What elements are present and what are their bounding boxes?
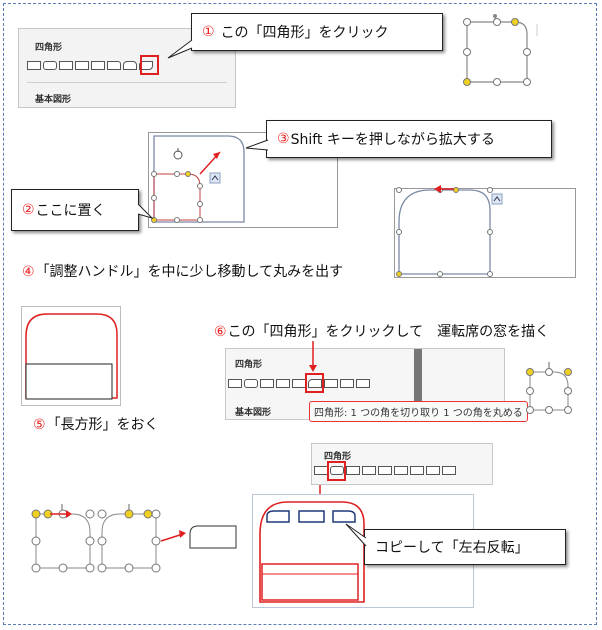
shape-enlarging-illustration — [151, 135, 245, 223]
rect-shape-icon[interactable] — [228, 379, 242, 388]
round-diagonal-shape-icon[interactable] — [340, 379, 354, 388]
step4-number: ④ — [22, 264, 35, 280]
shape-gallery-panel-3: 四角形 — [311, 443, 493, 485]
snip-round-shape-icon[interactable] — [308, 379, 322, 388]
step3-number: ③ — [277, 131, 290, 147]
gallery-divider — [27, 82, 227, 83]
category-label-rectangles: 四角形 — [324, 452, 352, 462]
round-diagonal-shape-icon[interactable] — [426, 466, 440, 475]
snip-round-shape-icon[interactable] — [394, 466, 408, 475]
step4-text: ④「調整ハンドル」を中に少し移動して丸みを出す — [22, 261, 343, 281]
category-label-basic-shapes: 基本図形 — [35, 95, 72, 105]
selected-shape-highlight — [140, 55, 159, 75]
step7-callout: コピーして「左右反転」 — [364, 529, 566, 565]
rounded-square-sample-1 — [463, 14, 538, 86]
snip-round-shape-icon[interactable] — [107, 61, 121, 70]
step2-text: ここに置く — [35, 203, 106, 219]
step6-text: ⑥この「四角形」をクリックして 運転席の窓を描く — [214, 321, 549, 341]
category-label-rectangles: 四角形 — [235, 360, 263, 370]
selected-shape-highlight — [305, 373, 324, 393]
step1-number: ① — [202, 24, 215, 40]
shape-gallery-panel-1: 四角形 基本図形 — [18, 28, 236, 108]
round-1-corner-shape-icon[interactable] — [442, 466, 456, 475]
step5-text: ⑤「長方形」をおく — [33, 414, 159, 434]
rectangle-shapes-row — [314, 466, 456, 475]
step1-text: この「四角形」をクリック — [220, 25, 389, 41]
panel-scrollbar[interactable] — [414, 349, 422, 419]
snip-2-corner-shape-icon[interactable] — [276, 379, 290, 388]
vehicle-front-illustration — [259, 501, 365, 603]
step2-number: ② — [22, 202, 35, 218]
round-2-corner-shape-icon[interactable] — [123, 61, 137, 70]
step6-label: この「四角形」をクリックして 運転席の窓を描く — [227, 324, 550, 340]
step4-label: 「調整ハンドル」を中に少し移動して丸みを出す — [35, 264, 344, 280]
rounded-shape-canvas — [394, 188, 576, 278]
snip-corner-shape-icon[interactable] — [59, 61, 73, 70]
snip-diagonal-shape-icon[interactable] — [91, 61, 105, 70]
step1-callout: ① この「四角形」をクリック — [191, 13, 443, 51]
step6-number: ⑥ — [214, 324, 227, 340]
category-label-rectangles: 四角形 — [35, 43, 63, 53]
round-1-corner-shape-icon[interactable] — [356, 379, 370, 388]
step3-callout: ③ Shift キーを押しながら拡大する — [266, 120, 552, 158]
step5-number: ⑤ — [33, 417, 46, 433]
window-shape-sample — [526, 362, 572, 414]
snip-2-corner-shape-icon[interactable] — [362, 466, 376, 475]
rounded-rect-shape-icon[interactable] — [330, 466, 344, 475]
round-2-corner-shape-icon[interactable] — [324, 379, 338, 388]
snip-corner-shape-icon[interactable] — [260, 379, 274, 388]
rounded-shape-adjust-illustration — [396, 185, 503, 277]
rounded-rect-shape-icon[interactable] — [244, 379, 258, 388]
round-2-corner-shape-icon[interactable] — [410, 466, 424, 475]
rect-shape-icon[interactable] — [27, 61, 41, 70]
snip-corner-shape-icon[interactable] — [346, 466, 360, 475]
rectangle-shapes-row — [27, 61, 153, 70]
round-diagonal-shape-icon[interactable] — [139, 61, 153, 70]
step3-text: Shift キーを押しながら拡大する — [290, 132, 495, 148]
dashed-frame — [3, 3, 597, 625]
flip-illustration — [31, 504, 237, 573]
step7-text: コピーして「左右反転」 — [375, 540, 529, 556]
body-with-rectangle-illustration — [25, 313, 118, 400]
snip-diagonal-shape-icon[interactable] — [378, 466, 392, 475]
snip-2-corner-shape-icon[interactable] — [75, 61, 89, 70]
step2-callout: ② ここに置く — [11, 189, 139, 231]
rectangle-shapes-row — [228, 379, 370, 388]
category-label-basic-shapes: 基本図形 — [235, 408, 272, 418]
selected-shape-highlight — [327, 461, 346, 481]
rounded-rect-shape-icon[interactable] — [43, 61, 57, 70]
step5-label: 「長方形」をおく — [46, 417, 159, 433]
